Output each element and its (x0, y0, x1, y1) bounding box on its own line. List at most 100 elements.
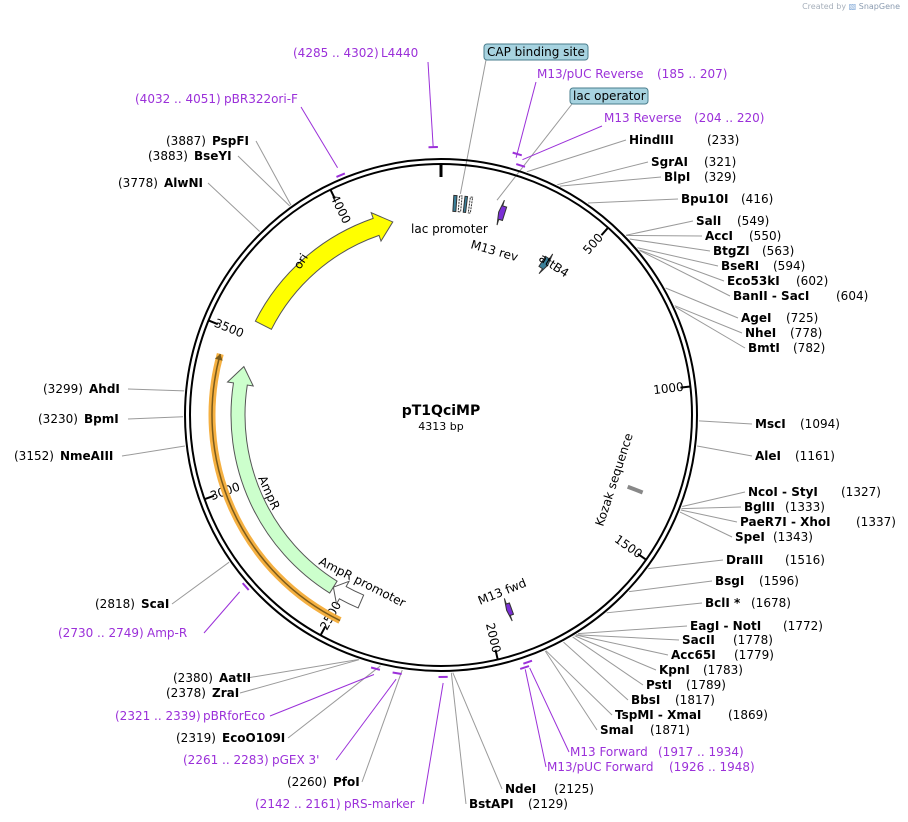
feature-label-m13-fwd: M13 fwd (476, 576, 528, 608)
site-name: NcoI - StyI (748, 485, 818, 499)
site-pos: (1678) (751, 596, 791, 610)
site-name: ZraI (212, 686, 239, 700)
site-pos: (1817) (675, 693, 715, 707)
site-leader-line (526, 139, 627, 173)
m13-rev-feature (496, 199, 508, 226)
site-pos: (2129) (528, 797, 568, 811)
site-pos: (2319) (176, 731, 216, 745)
primer-leader-line (522, 125, 603, 161)
site-leader-line (246, 658, 359, 679)
site-leader-line (207, 182, 261, 232)
box-label-bg (483, 43, 589, 61)
primer-name: pBR322ori-F (224, 92, 298, 106)
primer-mark (523, 659, 533, 665)
site-label-acci: AccI(550) (705, 229, 781, 243)
primer-label-l4440: (4285 .. 4302) L4440 (293, 46, 418, 60)
tick-mark (600, 227, 609, 236)
site-label-ecoo109i: (2319)EcoO109I (176, 731, 285, 745)
site-pos: (725) (786, 311, 818, 325)
primer-label-pbr322ori-f: (4032 .. 4051) pBR322ori-F (135, 92, 298, 106)
site-leader-line (574, 635, 657, 671)
site-leader-line (121, 445, 185, 457)
tick-label: 1500 (612, 532, 645, 561)
site-label-bmti: BmtI(782) (748, 341, 825, 355)
site-name: BglII (744, 500, 775, 514)
site-label-bglii: BglII(1333) (744, 500, 825, 514)
site-pos: (416) (741, 192, 773, 206)
site-name: SmaI (600, 723, 634, 737)
site-pos: (550) (749, 229, 781, 243)
site-label-acc65i: Acc65I(1779) (671, 648, 774, 662)
box-label-bg (569, 87, 649, 105)
primer-range: (2142 .. 2161) (255, 797, 341, 811)
kozak-feature (626, 484, 644, 495)
site-pos: (1337) (856, 515, 896, 529)
site-label-ndei: NdeI(2125) (505, 782, 594, 796)
site-leader-line (697, 445, 753, 457)
primer-label-prs-marker: (2142 .. 2161) pRS-marker (255, 797, 415, 811)
site-leader-line (637, 247, 719, 267)
site-name: SacII (682, 633, 715, 647)
site-leader-line (287, 665, 381, 739)
tick-mark (329, 189, 336, 200)
site-leader-line (545, 650, 613, 716)
m13-fwd-feature (503, 598, 515, 622)
site-pos: (3883) (148, 149, 188, 163)
site-label-btgzi: BtgZI(563) (713, 244, 794, 258)
ampr-orf-arrowhead (214, 353, 223, 361)
site-name: KpnI (659, 663, 690, 677)
site-name: BclI * (705, 596, 741, 610)
site-pos: (602) (796, 274, 828, 288)
site-label-aatii: (2380) AatII (173, 671, 251, 685)
site-labels-left: (2818)ScaI (3152)NmeAIII (3230)BpmI (329… (14, 134, 249, 611)
site-label-draiii: DraIII(1516) (726, 553, 825, 567)
primer-range: (1917 .. 1934) (658, 745, 744, 759)
site-name: SalI (696, 214, 721, 228)
site-pos: (2380) (173, 671, 213, 685)
site-name: BmtI (748, 341, 780, 355)
site-leader-line (639, 249, 725, 282)
tick-mark (204, 494, 215, 501)
site-pos: (2260) (287, 775, 327, 789)
site-pos: (1343) (773, 530, 813, 544)
site-name: HindIII (629, 133, 674, 147)
site-label-bpmi: (3230)BpmI (38, 412, 119, 426)
site-name: NheI (745, 326, 776, 340)
box-label-lac-operator: lac operator (569, 87, 649, 105)
site-pos: (1783) (703, 663, 743, 677)
site-pos: (1327) (841, 485, 881, 499)
site-leader-line (361, 669, 403, 783)
site-label-banii-saci: BanII - SacI(604) (733, 289, 868, 303)
primer-mark (336, 172, 346, 178)
site-label-eco53ki: Eco53kI(602) (727, 274, 828, 288)
primer-label-m13-reverse: M13 Reverse (204 .. 220) (604, 111, 764, 125)
primer-range: (2261 .. 2283) (183, 753, 269, 767)
site-leader-line (626, 234, 703, 237)
site-name: AatII (219, 671, 251, 685)
site-label-blpi: BlpI(329) (664, 170, 736, 184)
site-pos: (3152) (14, 449, 54, 463)
snapgene-credit: Created by ▧ SnapGene (802, 2, 900, 11)
primer-label-m13-puc-forward: M13/pUC Forward (1926 .. 1948) (547, 760, 755, 774)
primer-leader-line (422, 682, 444, 805)
site-pos: (1778) (733, 633, 773, 647)
snapgene-logo-icon: ▧ (848, 2, 857, 11)
site-label-ahdi: (3299)AhdI (43, 382, 120, 396)
credit-text: Created by (802, 2, 847, 11)
site-leader-line (576, 634, 680, 641)
site-name: PspFI (212, 134, 249, 148)
primer-name: pGEX 3' (272, 753, 319, 767)
site-name: Acc65I (671, 648, 716, 662)
site-leader-line (681, 506, 742, 510)
site-leader-line (127, 416, 184, 420)
primer-leader-line (524, 669, 547, 768)
primer-mark (515, 163, 526, 168)
feature-label-kozak: Kozak sequence (593, 431, 636, 527)
site-pos: (1869) (728, 708, 768, 722)
primer-leader-line (335, 678, 397, 761)
primer-range: (2321 .. 2339) (115, 709, 201, 723)
site-pos: (1789) (686, 678, 726, 692)
primer-name: M13 Forward (570, 745, 648, 759)
site-label-kpni: KpnI (1783) (659, 663, 743, 677)
site-name: MscI (755, 417, 786, 431)
